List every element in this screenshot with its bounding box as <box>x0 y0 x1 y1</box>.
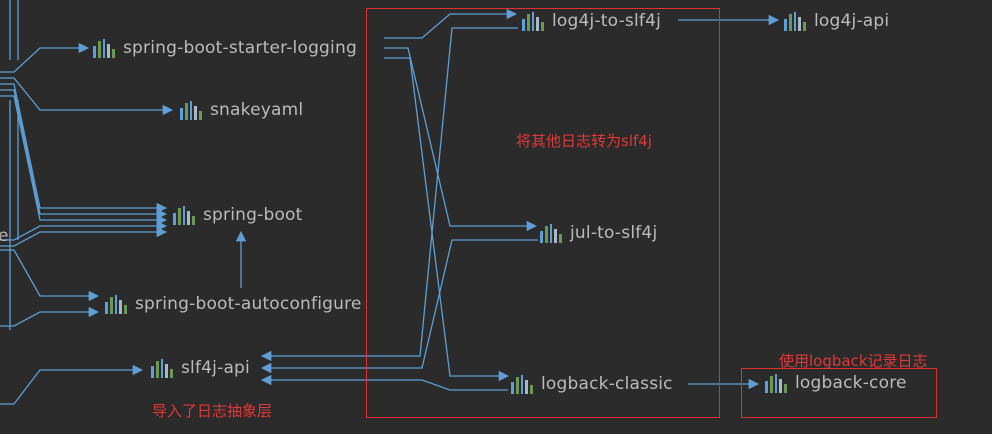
node-label: spring-boot-starter-logging <box>123 38 357 58</box>
edge-left-to-spring-boot-3 <box>0 95 168 226</box>
edge-jul-to-slf4j-to-slf4j-api <box>260 239 538 374</box>
library-icon <box>540 223 562 243</box>
edge-left-trunk <box>9 0 19 330</box>
node-label: spring-boot <box>203 205 303 225</box>
edge-left-to-starter-logging <box>0 42 90 73</box>
edge-starter-to-logback-classic <box>384 57 510 382</box>
node-log4j-to-slf4j[interactable]: log4j-to-slf4j <box>522 11 661 31</box>
node-spring-boot-autoconfigure[interactable]: spring-boot-autoconfigure <box>105 294 362 314</box>
node-logback-classic[interactable]: logback-classic <box>511 374 673 394</box>
edge-left-to-spring-boot-2 <box>0 89 168 220</box>
edge-left-to-snakeyaml <box>0 77 174 116</box>
edge-left-to-spring-boot-1 <box>0 83 168 214</box>
node-label: logback-core <box>795 373 907 393</box>
edge-left-to-autoconfigure-2 <box>0 306 100 327</box>
node-label: jul-to-slf4j <box>570 223 658 243</box>
library-icon <box>180 100 202 120</box>
abstraction-annotation: 导入了日志抽象层 <box>152 402 273 420</box>
convert-annotation: 将其他日志转为slf4j <box>516 132 652 150</box>
node-label: log4j-to-slf4j <box>552 11 662 31</box>
cut-off-node-label: e <box>0 226 9 246</box>
library-icon <box>105 294 127 314</box>
edge-starter-to-jul-to-slf4j <box>384 47 538 232</box>
library-icon <box>784 11 806 31</box>
library-icon <box>93 38 115 58</box>
library-icon <box>765 373 787 393</box>
node-slf4j-api[interactable]: slf4j-api <box>151 358 250 378</box>
library-icon <box>173 205 195 225</box>
node-snakeyaml[interactable]: snakeyaml <box>180 100 303 120</box>
node-logback-core[interactable]: logback-core <box>765 373 907 393</box>
node-label: log4j-api <box>814 11 890 31</box>
node-spring-boot-starter-logging[interactable]: spring-boot-starter-logging <box>93 38 357 58</box>
library-icon <box>511 374 533 394</box>
node-spring-boot[interactable]: spring-boot <box>173 205 303 225</box>
node-log4j-api[interactable]: log4j-api <box>784 11 889 31</box>
edge-left-to-spring-boot-5 <box>0 226 168 247</box>
node-label: spring-boot-autoconfigure <box>135 294 362 314</box>
edge-left-to-slf4j-api <box>0 364 144 405</box>
node-label: logback-classic <box>541 374 673 394</box>
edge-left-to-autoconfigure-1 <box>0 249 100 302</box>
node-label: slf4j-api <box>181 358 250 378</box>
library-icon <box>522 11 544 31</box>
node-label: snakeyaml <box>210 100 304 120</box>
edge-logback-classic-to-slf4j-api <box>260 374 508 391</box>
logback-annotation: 使用logback记录日志 <box>779 352 928 370</box>
logback-core-highlight-box <box>741 368 937 418</box>
edge-log4j-to-slf4j-to-slf4j-api <box>260 27 518 362</box>
converter-highlight-box <box>366 8 720 418</box>
library-icon <box>151 358 173 378</box>
edge-starter-to-log4j-to-slf4j <box>384 8 518 39</box>
edge-left-to-spring-boot-4 <box>0 220 168 241</box>
node-jul-to-slf4j[interactable]: jul-to-slf4j <box>540 223 657 243</box>
